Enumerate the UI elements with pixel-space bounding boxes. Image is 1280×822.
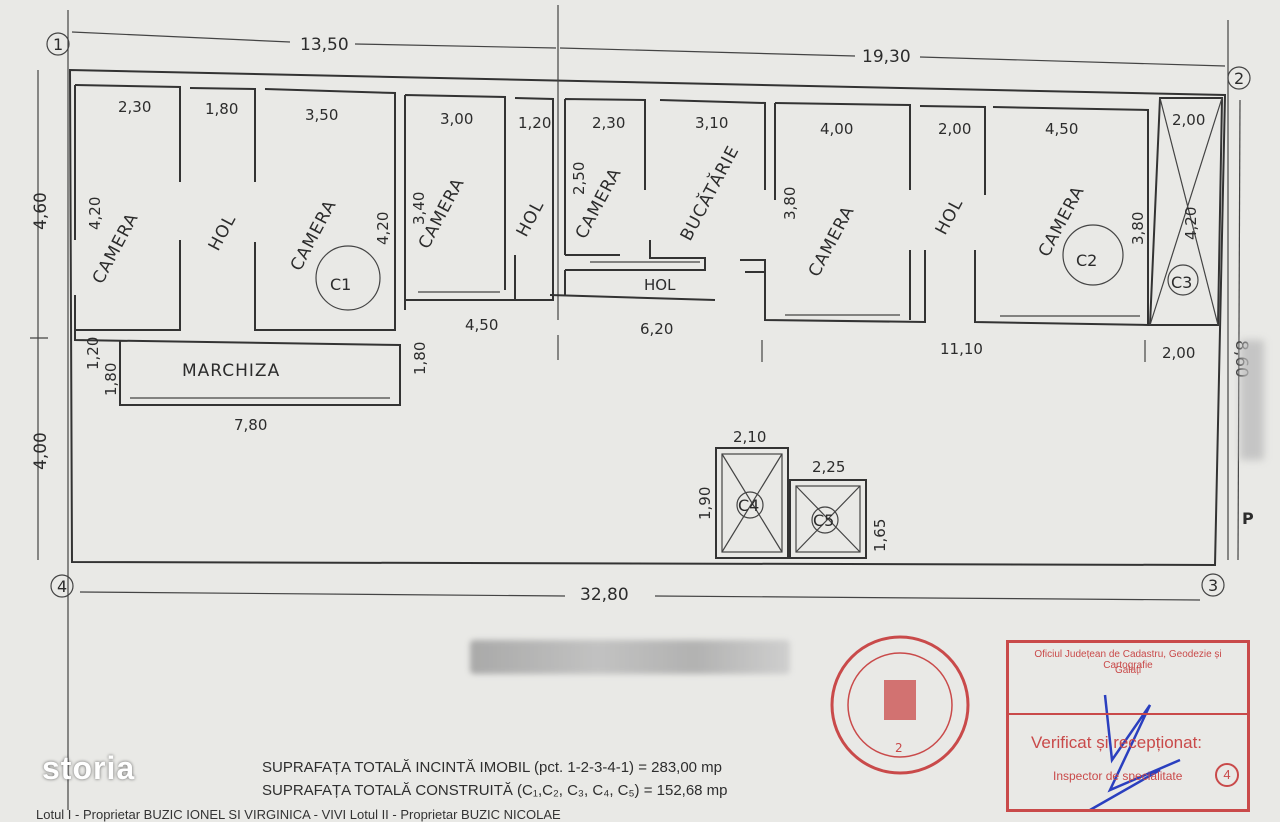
axis-point-2: 2 bbox=[1227, 66, 1251, 90]
owners-line: Lotul I - Proprietar BUZIC IONEL SI VIRG… bbox=[36, 807, 561, 822]
room-width-10: 4,50 bbox=[1045, 120, 1078, 138]
marchiza-small-h: 1,80 bbox=[102, 363, 120, 396]
segment-1: 4,50 bbox=[465, 316, 498, 334]
storia-logo[interactable]: storia bbox=[42, 750, 136, 786]
svg-text:C2: C2 bbox=[1076, 251, 1097, 270]
room-label-7: BUCĂTĂRIE bbox=[675, 141, 744, 244]
room-height-1: 4,20 bbox=[86, 197, 104, 230]
redacted-text bbox=[470, 640, 790, 674]
summary-total-area: SUPRAFAȚA TOTALĂ INCINTĂ IMOBIL (pct. 1-… bbox=[262, 759, 723, 776]
c5-width: 2,25 bbox=[812, 458, 845, 476]
room-width-8: 4,00 bbox=[820, 120, 853, 138]
stamp-office: Oficiul Județean de Cadastru, Geodezie ș… bbox=[1034, 649, 1222, 671]
round-stamp: 2 bbox=[830, 635, 970, 775]
dim-line-bottom bbox=[79, 591, 1201, 601]
annex-c4: C4 bbox=[715, 447, 789, 559]
c5-height: 1,65 bbox=[871, 519, 889, 552]
room-width-7: 3,10 bbox=[695, 114, 728, 132]
c4-width: 2,10 bbox=[733, 428, 766, 446]
room-width-6: 2,30 bbox=[592, 114, 625, 132]
marchiza-label: MARCHIZA bbox=[182, 361, 280, 381]
rect-stamp: Oficiul Județean de Cadastru, Geodezie ș… bbox=[1006, 640, 1250, 812]
room-height-4: 3,40 bbox=[410, 192, 428, 225]
svg-text:3: 3 bbox=[1208, 576, 1218, 595]
axis-point-4: 4 bbox=[50, 574, 74, 598]
room-width-4: 3,00 bbox=[440, 110, 473, 128]
room-label-10: CAMERA bbox=[1035, 182, 1089, 260]
dim-top-right: 19,30 bbox=[862, 47, 911, 67]
segment-2: 6,20 bbox=[640, 320, 673, 338]
reference-lines bbox=[67, 5, 1229, 810]
room-height-10: 3,80 bbox=[1129, 212, 1147, 245]
annex-bottom: 2,00 bbox=[1162, 344, 1195, 362]
segment-3: 11,10 bbox=[940, 340, 983, 358]
room-height-6: 2,50 bbox=[570, 162, 588, 195]
hol-middle: HOL bbox=[644, 276, 676, 294]
redacted-side bbox=[1240, 340, 1264, 460]
stamp-role: Inspector de specialitate bbox=[1053, 769, 1183, 783]
room-label-9: HOL bbox=[932, 195, 968, 239]
svg-text:2: 2 bbox=[1234, 69, 1244, 88]
room-width-3: 3,50 bbox=[305, 106, 338, 124]
annex-width: 2,00 bbox=[1172, 111, 1205, 129]
svg-text:C3: C3 bbox=[1171, 273, 1192, 292]
room-label-8: CAMERA bbox=[805, 202, 859, 280]
room-width-5: 1,20 bbox=[518, 114, 551, 132]
segment-ticks bbox=[557, 335, 1146, 362]
dim-line-right bbox=[1237, 99, 1241, 561]
svg-text:C1: C1 bbox=[330, 275, 351, 294]
axis-point-1: 1 bbox=[46, 32, 70, 56]
room-width-2: 1,80 bbox=[205, 100, 238, 118]
side-mark: P bbox=[1242, 509, 1254, 528]
room-label-5: HOL bbox=[513, 197, 549, 241]
marchiza-small-w: 1,20 bbox=[84, 337, 102, 370]
svg-text:C5: C5 bbox=[813, 511, 834, 530]
stamp-number: 4 bbox=[1215, 763, 1239, 787]
house-walls bbox=[74, 84, 1224, 406]
dim-line-top bbox=[71, 31, 1226, 67]
tag-c3: C3 bbox=[1167, 264, 1199, 296]
axis-point-3: 3 bbox=[1201, 573, 1225, 597]
svg-text:2: 2 bbox=[895, 741, 903, 755]
dim-top-left: 13,50 bbox=[300, 35, 349, 55]
c4-height: 1,90 bbox=[696, 487, 714, 520]
svg-text:C4: C4 bbox=[738, 496, 759, 515]
svg-text:1: 1 bbox=[53, 35, 63, 54]
dim-line-left bbox=[30, 70, 48, 560]
room-width-9: 2,00 bbox=[938, 120, 971, 138]
dim-bottom: 32,80 bbox=[580, 585, 629, 605]
marchiza-width: 7,80 bbox=[234, 416, 267, 434]
svg-text:4: 4 bbox=[57, 577, 67, 596]
marchiza-side: 1,80 bbox=[411, 342, 429, 375]
room-width-1: 2,30 bbox=[118, 98, 151, 116]
signature bbox=[1089, 694, 1181, 812]
dim-left-lower: 4,00 bbox=[31, 432, 51, 470]
annex-c5: C5 bbox=[789, 479, 867, 559]
stamp-title: Verificat și recepționat: bbox=[1031, 733, 1203, 752]
room-label-2: HOL bbox=[205, 211, 241, 255]
tag-c1: C1 bbox=[315, 245, 381, 311]
area-summary: SUPRAFAȚA TOTALĂ INCINTĂ IMOBIL (pct. 1-… bbox=[262, 756, 728, 802]
room-height-8: 3,80 bbox=[781, 187, 799, 220]
annex-height: 4,20 bbox=[1182, 207, 1200, 240]
stamp-city: Galați bbox=[1114, 665, 1142, 676]
tag-c2: C2 bbox=[1062, 224, 1124, 286]
parcel-outline bbox=[68, 68, 1227, 567]
room-height-3: 4,20 bbox=[374, 212, 392, 245]
summary-built-area: SUPRAFAȚA TOTALĂ CONSTRUITĂ (C₁,C₂, C₃, … bbox=[262, 782, 728, 799]
dim-left-upper: 4,60 bbox=[31, 192, 51, 230]
room-label-3: CAMERA bbox=[287, 196, 341, 274]
